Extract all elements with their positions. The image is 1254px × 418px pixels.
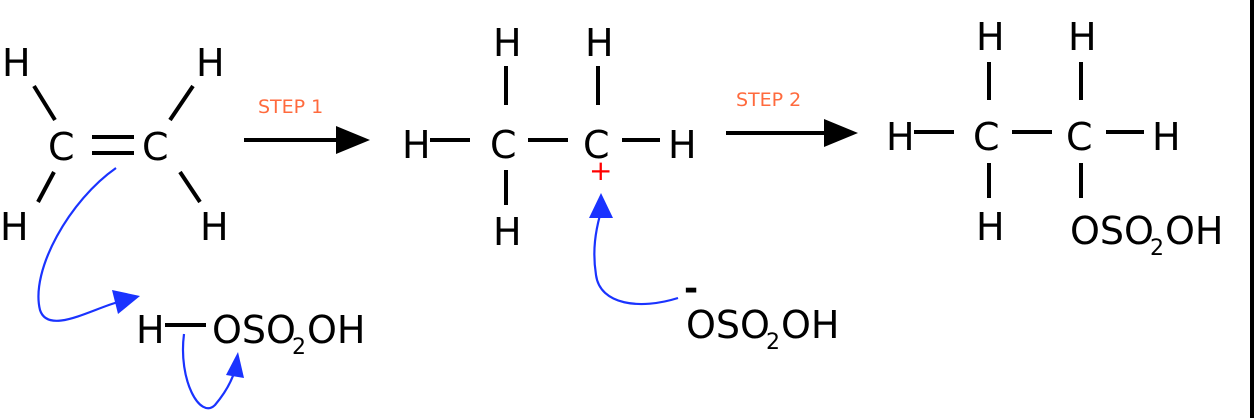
cation-h-bottom: H xyxy=(493,210,522,254)
product-c-2: C xyxy=(1066,115,1093,159)
ethene-h-top-left: H xyxy=(2,41,31,85)
product-subscript: 2 xyxy=(1150,236,1164,261)
positive-charge: + xyxy=(589,154,612,187)
bond xyxy=(178,170,202,204)
arrow-right-icon xyxy=(336,126,370,154)
product-h-top-2: H xyxy=(1068,15,1097,59)
negative-charge: - xyxy=(684,269,698,309)
ethene-molecule: H H C C H H xyxy=(0,41,229,249)
acid-oso: OSO xyxy=(212,308,296,352)
product-h-bottom: H xyxy=(976,205,1005,249)
bond xyxy=(36,171,56,203)
acid-subscript: 2 xyxy=(292,335,306,360)
bisulfate-oso: OSO xyxy=(686,303,770,347)
cation-c-2: C xyxy=(583,123,610,167)
arrowhead-icon xyxy=(589,193,613,218)
acid-h: H xyxy=(136,308,165,352)
cation-h-top-1: H xyxy=(493,21,522,65)
sulfuric-acid: H OSO 2 OH xyxy=(136,308,365,360)
electron-arrow-icon xyxy=(181,333,237,410)
cation-h-right: H xyxy=(668,123,697,167)
step1-label: STEP 1 xyxy=(258,96,323,118)
electron-arrow-icon xyxy=(593,214,679,306)
ethene-h-top-right: H xyxy=(196,41,225,85)
cation-c-1: C xyxy=(490,123,517,167)
bisulfate-oh: OH xyxy=(781,303,839,347)
cation-h-top-2: H xyxy=(585,21,614,65)
ethene-h-bottom-left: H xyxy=(0,205,29,249)
ethene-c-left: C xyxy=(48,125,75,169)
bisulfate-ion: - OSO 2 OH xyxy=(684,269,839,355)
cation-h-left: H xyxy=(402,123,431,167)
bisulfate-subscript: 2 xyxy=(766,330,780,355)
arrow-right-icon xyxy=(824,119,858,147)
ethene-c-right: C xyxy=(142,125,169,169)
product-h-right: H xyxy=(1152,115,1181,159)
product-h-left: H xyxy=(886,115,915,159)
electron-arrow-icon xyxy=(37,167,119,322)
carbocation: H H H C C H + H xyxy=(402,21,697,254)
arrowhead-icon xyxy=(112,290,140,314)
ethene-h-bottom-right: H xyxy=(200,205,229,249)
product-h-top-1: H xyxy=(976,15,1005,59)
acid-oh: OH xyxy=(307,308,365,352)
product-molecule: H H H C C H H OSO 2 OH xyxy=(886,15,1223,261)
product-oso: OSO xyxy=(1070,209,1154,253)
arrowhead-icon xyxy=(226,352,244,378)
product-c-1: C xyxy=(973,115,1000,159)
step2-label: STEP 2 xyxy=(736,89,801,111)
bond xyxy=(32,84,57,122)
product-oh: OH xyxy=(1165,209,1223,253)
bond xyxy=(168,84,195,122)
